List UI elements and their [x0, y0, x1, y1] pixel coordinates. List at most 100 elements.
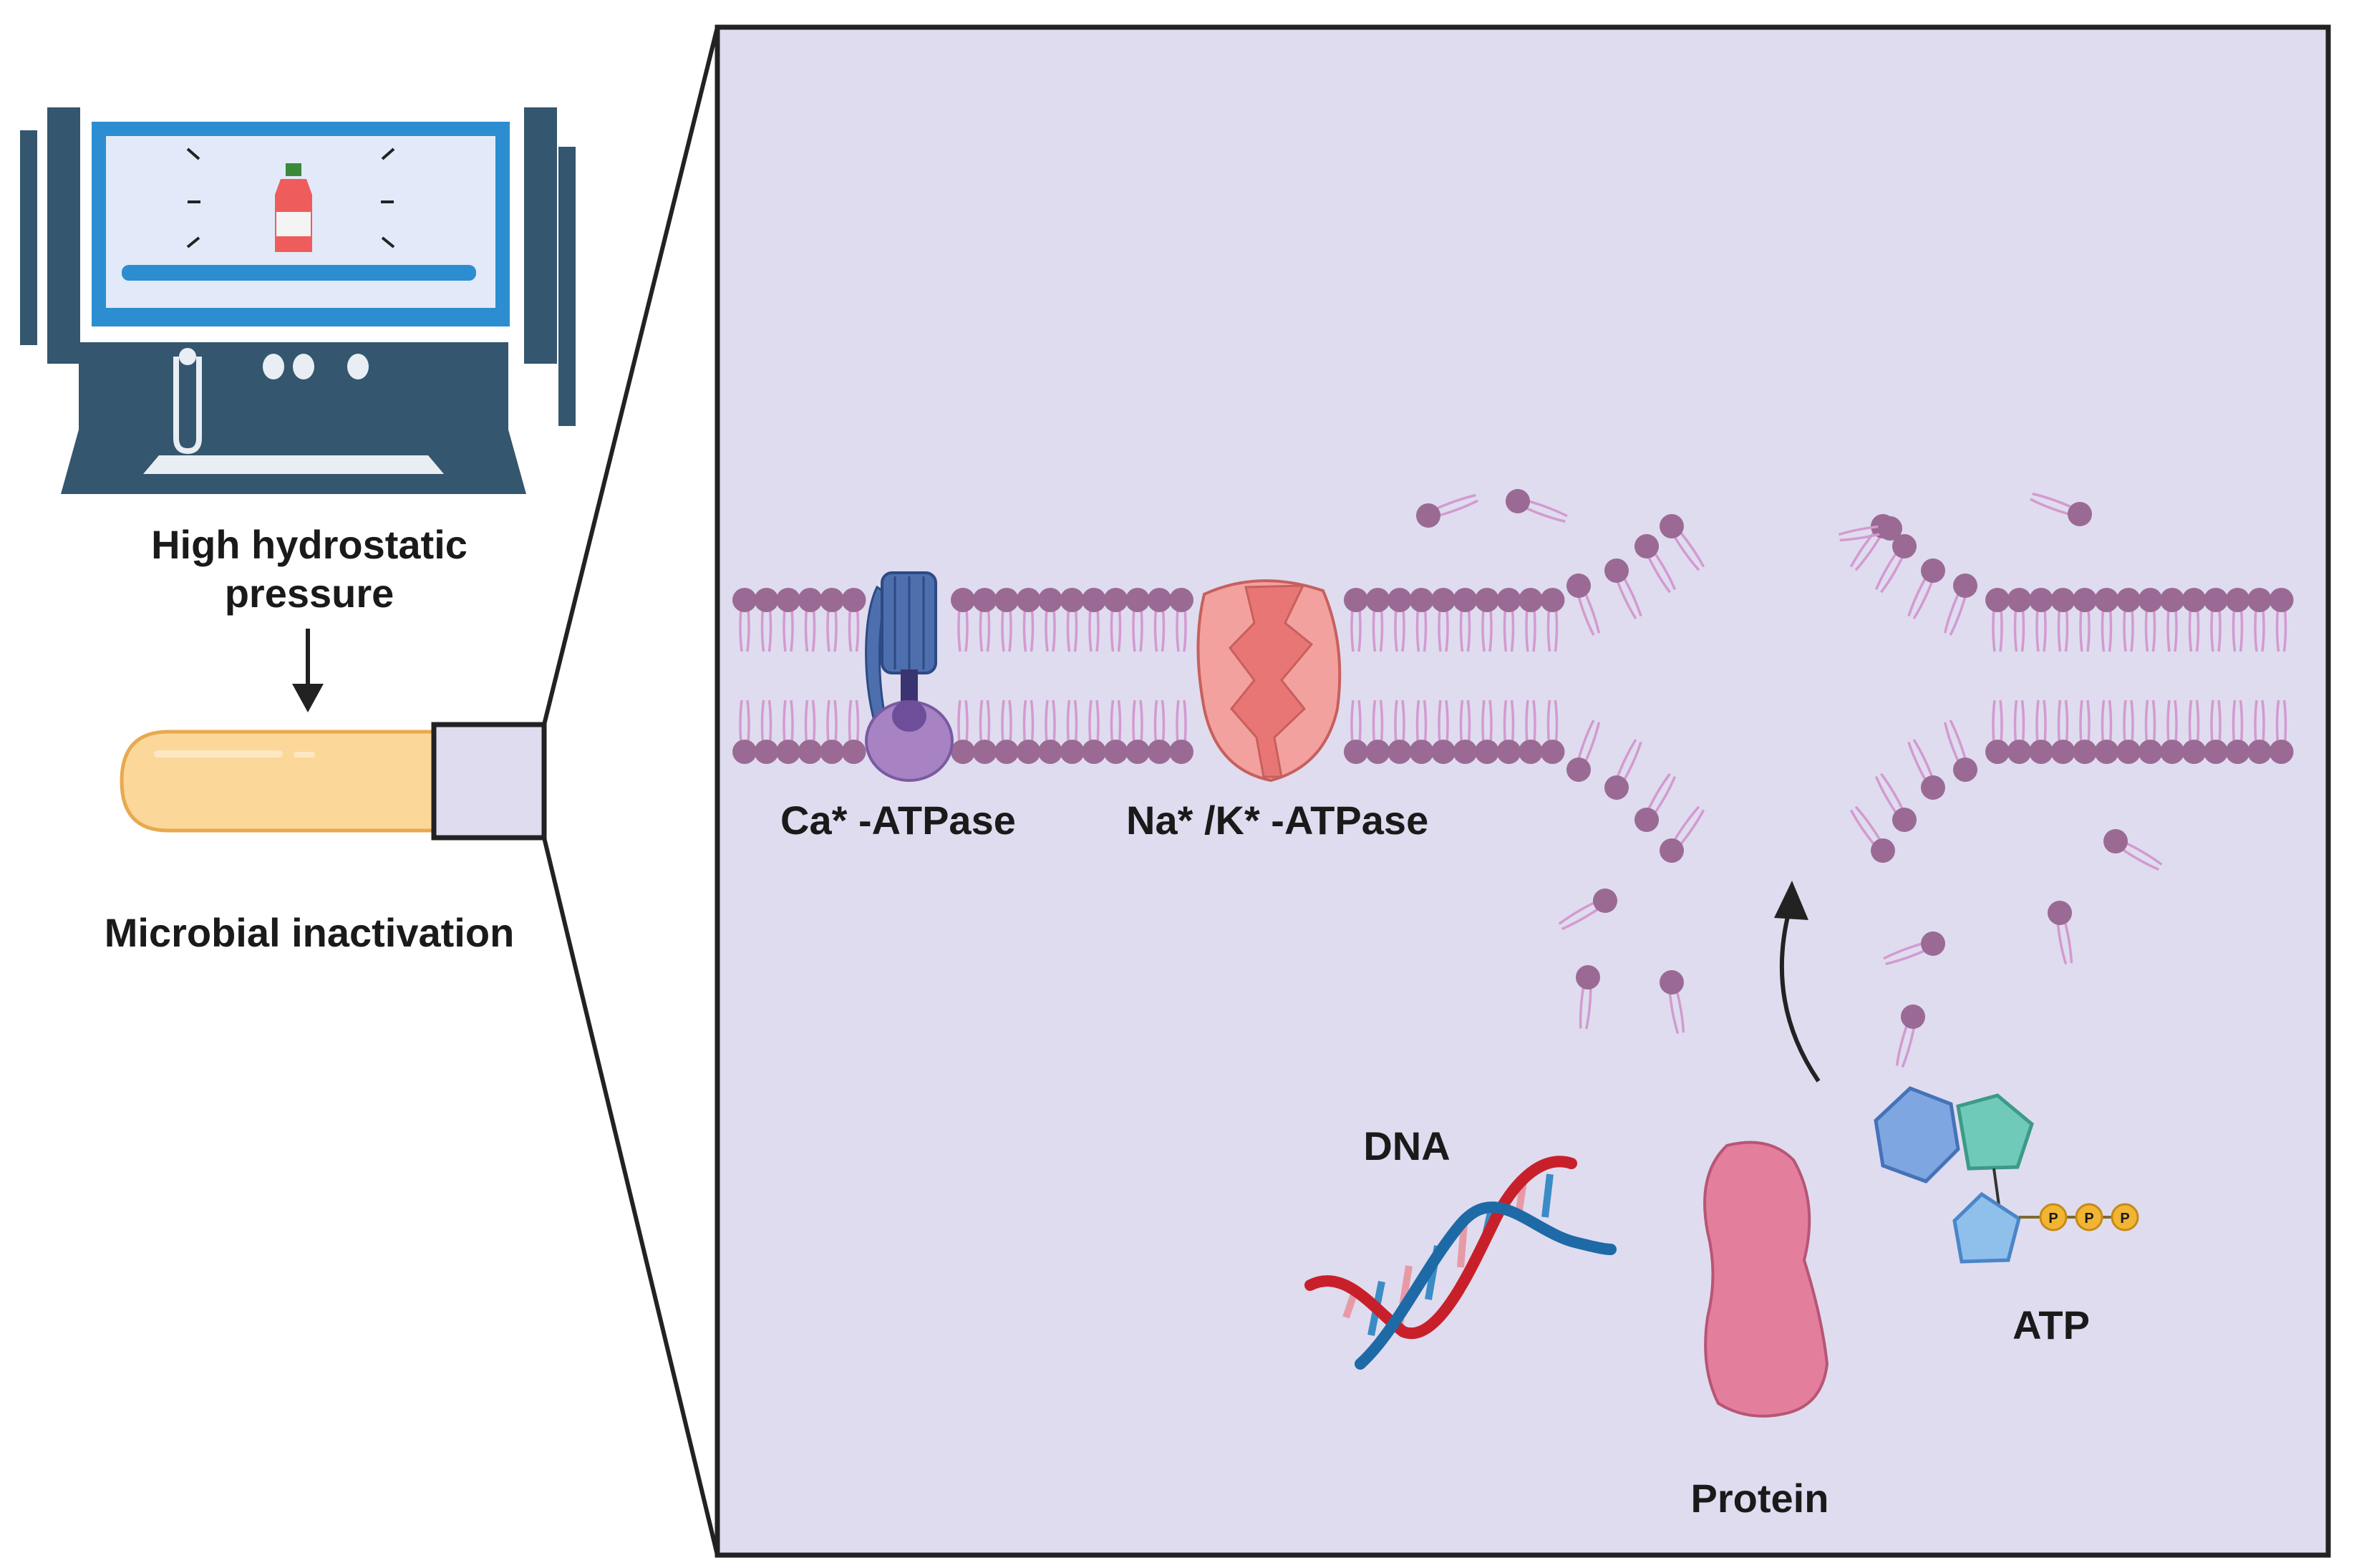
phospholipid — [1453, 588, 1478, 652]
phospholipid — [2050, 588, 2076, 652]
phospholipid — [2094, 700, 2119, 764]
phospholipid — [732, 700, 757, 764]
phospholipid — [951, 700, 975, 764]
na-k-atpase-label: Na* /K* -ATPase — [1126, 798, 1428, 843]
phospholipid — [1060, 588, 1085, 652]
phospholipid — [2204, 588, 2228, 652]
phospholipid — [798, 700, 823, 764]
phospholipid — [1125, 588, 1150, 652]
phospholipid — [1540, 588, 1565, 652]
phospholipid — [1519, 700, 1543, 764]
phospholipid — [1038, 588, 1062, 652]
phospholipid — [754, 700, 779, 764]
phospholipid — [1660, 970, 1685, 1035]
phospholipid — [1634, 773, 1677, 832]
zoom-panel — [715, 24, 2331, 1558]
zoom-region-box — [431, 722, 547, 841]
phospholipid — [1558, 889, 1617, 931]
zoom-line-bottom — [542, 837, 720, 1556]
phospholipid — [776, 588, 800, 652]
leakage-arrow-icon — [1779, 907, 1821, 1083]
lipid-bilayer — [732, 514, 2294, 863]
phospholipid — [2029, 588, 2053, 652]
phospholipid — [2073, 700, 2097, 764]
phospholipid — [1874, 534, 1917, 594]
phospholipid — [1604, 558, 1642, 619]
phospholipid — [1038, 700, 1062, 764]
phospholipid — [972, 588, 997, 652]
microbial-inactivation-label: Microbial inactivation — [105, 910, 515, 955]
phospholipid — [2225, 700, 2250, 764]
phospholipid — [776, 700, 800, 764]
process-arrowhead — [292, 684, 324, 712]
phospholipid — [1506, 489, 1568, 523]
phospholipid — [1344, 700, 1368, 764]
phospholipid — [2225, 588, 2250, 652]
phospholipid — [1431, 588, 1455, 652]
phospholipid — [1874, 773, 1917, 832]
phospholipid — [1895, 1005, 1925, 1068]
hpp-label-line2: pressure — [225, 571, 394, 616]
phospholipid — [1985, 700, 2010, 764]
phosphate-label: P — [2120, 1211, 2129, 1226]
phospholipid — [2007, 700, 2032, 764]
phospholipid — [1907, 558, 1945, 619]
phospholipid — [1496, 588, 1521, 652]
phospholipid — [1387, 588, 1412, 652]
phospholipid — [1475, 700, 1499, 764]
phospholipid — [732, 588, 757, 652]
phospholipid — [1387, 700, 1412, 764]
phospholipid — [1147, 700, 1172, 764]
phospholipid — [1365, 700, 1390, 764]
phospholipid — [1907, 739, 1945, 800]
phospholipid — [2050, 700, 2076, 764]
phospholipid — [972, 700, 997, 764]
phospholipid — [1475, 588, 1499, 652]
atp-molecule-icon: P P P — [1874, 1086, 2139, 1264]
dna-label: DNA — [1363, 1123, 1450, 1168]
phospholipid — [1431, 700, 1455, 764]
phospholipid — [1540, 700, 1565, 764]
phospholipid — [1566, 720, 1601, 782]
phospholipid — [2094, 588, 2119, 652]
phospholipid — [2030, 492, 2092, 526]
phospholipid — [1103, 588, 1128, 652]
ca-atpase-pump-icon — [865, 571, 954, 782]
phospholipid — [841, 588, 866, 652]
phospholipid — [1103, 700, 1128, 764]
phosphate-label: P — [2084, 1211, 2093, 1226]
phospholipid — [2073, 588, 2097, 652]
hpp-label-line1: High hydrostatic — [151, 522, 468, 567]
protein-blob-icon — [1703, 1141, 1829, 1418]
phospholipid — [2160, 700, 2184, 764]
phospholipid — [1566, 574, 1601, 636]
phospholipid — [820, 700, 844, 764]
phospholipid — [1660, 514, 1705, 571]
phospholipid — [2181, 700, 2207, 764]
phospholipid — [1660, 805, 1705, 863]
phospholipid — [1985, 588, 2010, 652]
phospholipid — [2138, 700, 2163, 764]
phospholipid — [2103, 829, 2163, 871]
zoom-line-top — [542, 26, 720, 725]
phospholipid — [1604, 739, 1642, 800]
ca-atpase-label: Ca* -ATPase — [780, 798, 1016, 843]
phospholipid — [2160, 588, 2184, 652]
phospholipid — [2181, 588, 2207, 652]
phospholipid — [2247, 588, 2272, 652]
phospholipid — [1943, 574, 1977, 636]
phospholipid — [2048, 901, 2073, 965]
phospholipid — [1576, 965, 1600, 1030]
phospholipid — [2204, 700, 2228, 764]
phospholipid — [2269, 700, 2294, 764]
rod-bacterium-icon — [120, 730, 439, 833]
phospholipid — [2029, 700, 2053, 764]
phospholipid — [1453, 700, 1478, 764]
phospholipid — [1125, 700, 1150, 764]
phospholipid — [1082, 588, 1106, 652]
released-phospholipids — [1416, 489, 2163, 1068]
phospholipid — [1147, 588, 1172, 652]
hydrostatic-pressure-machine-icon — [20, 107, 576, 494]
phospholipid — [820, 588, 844, 652]
